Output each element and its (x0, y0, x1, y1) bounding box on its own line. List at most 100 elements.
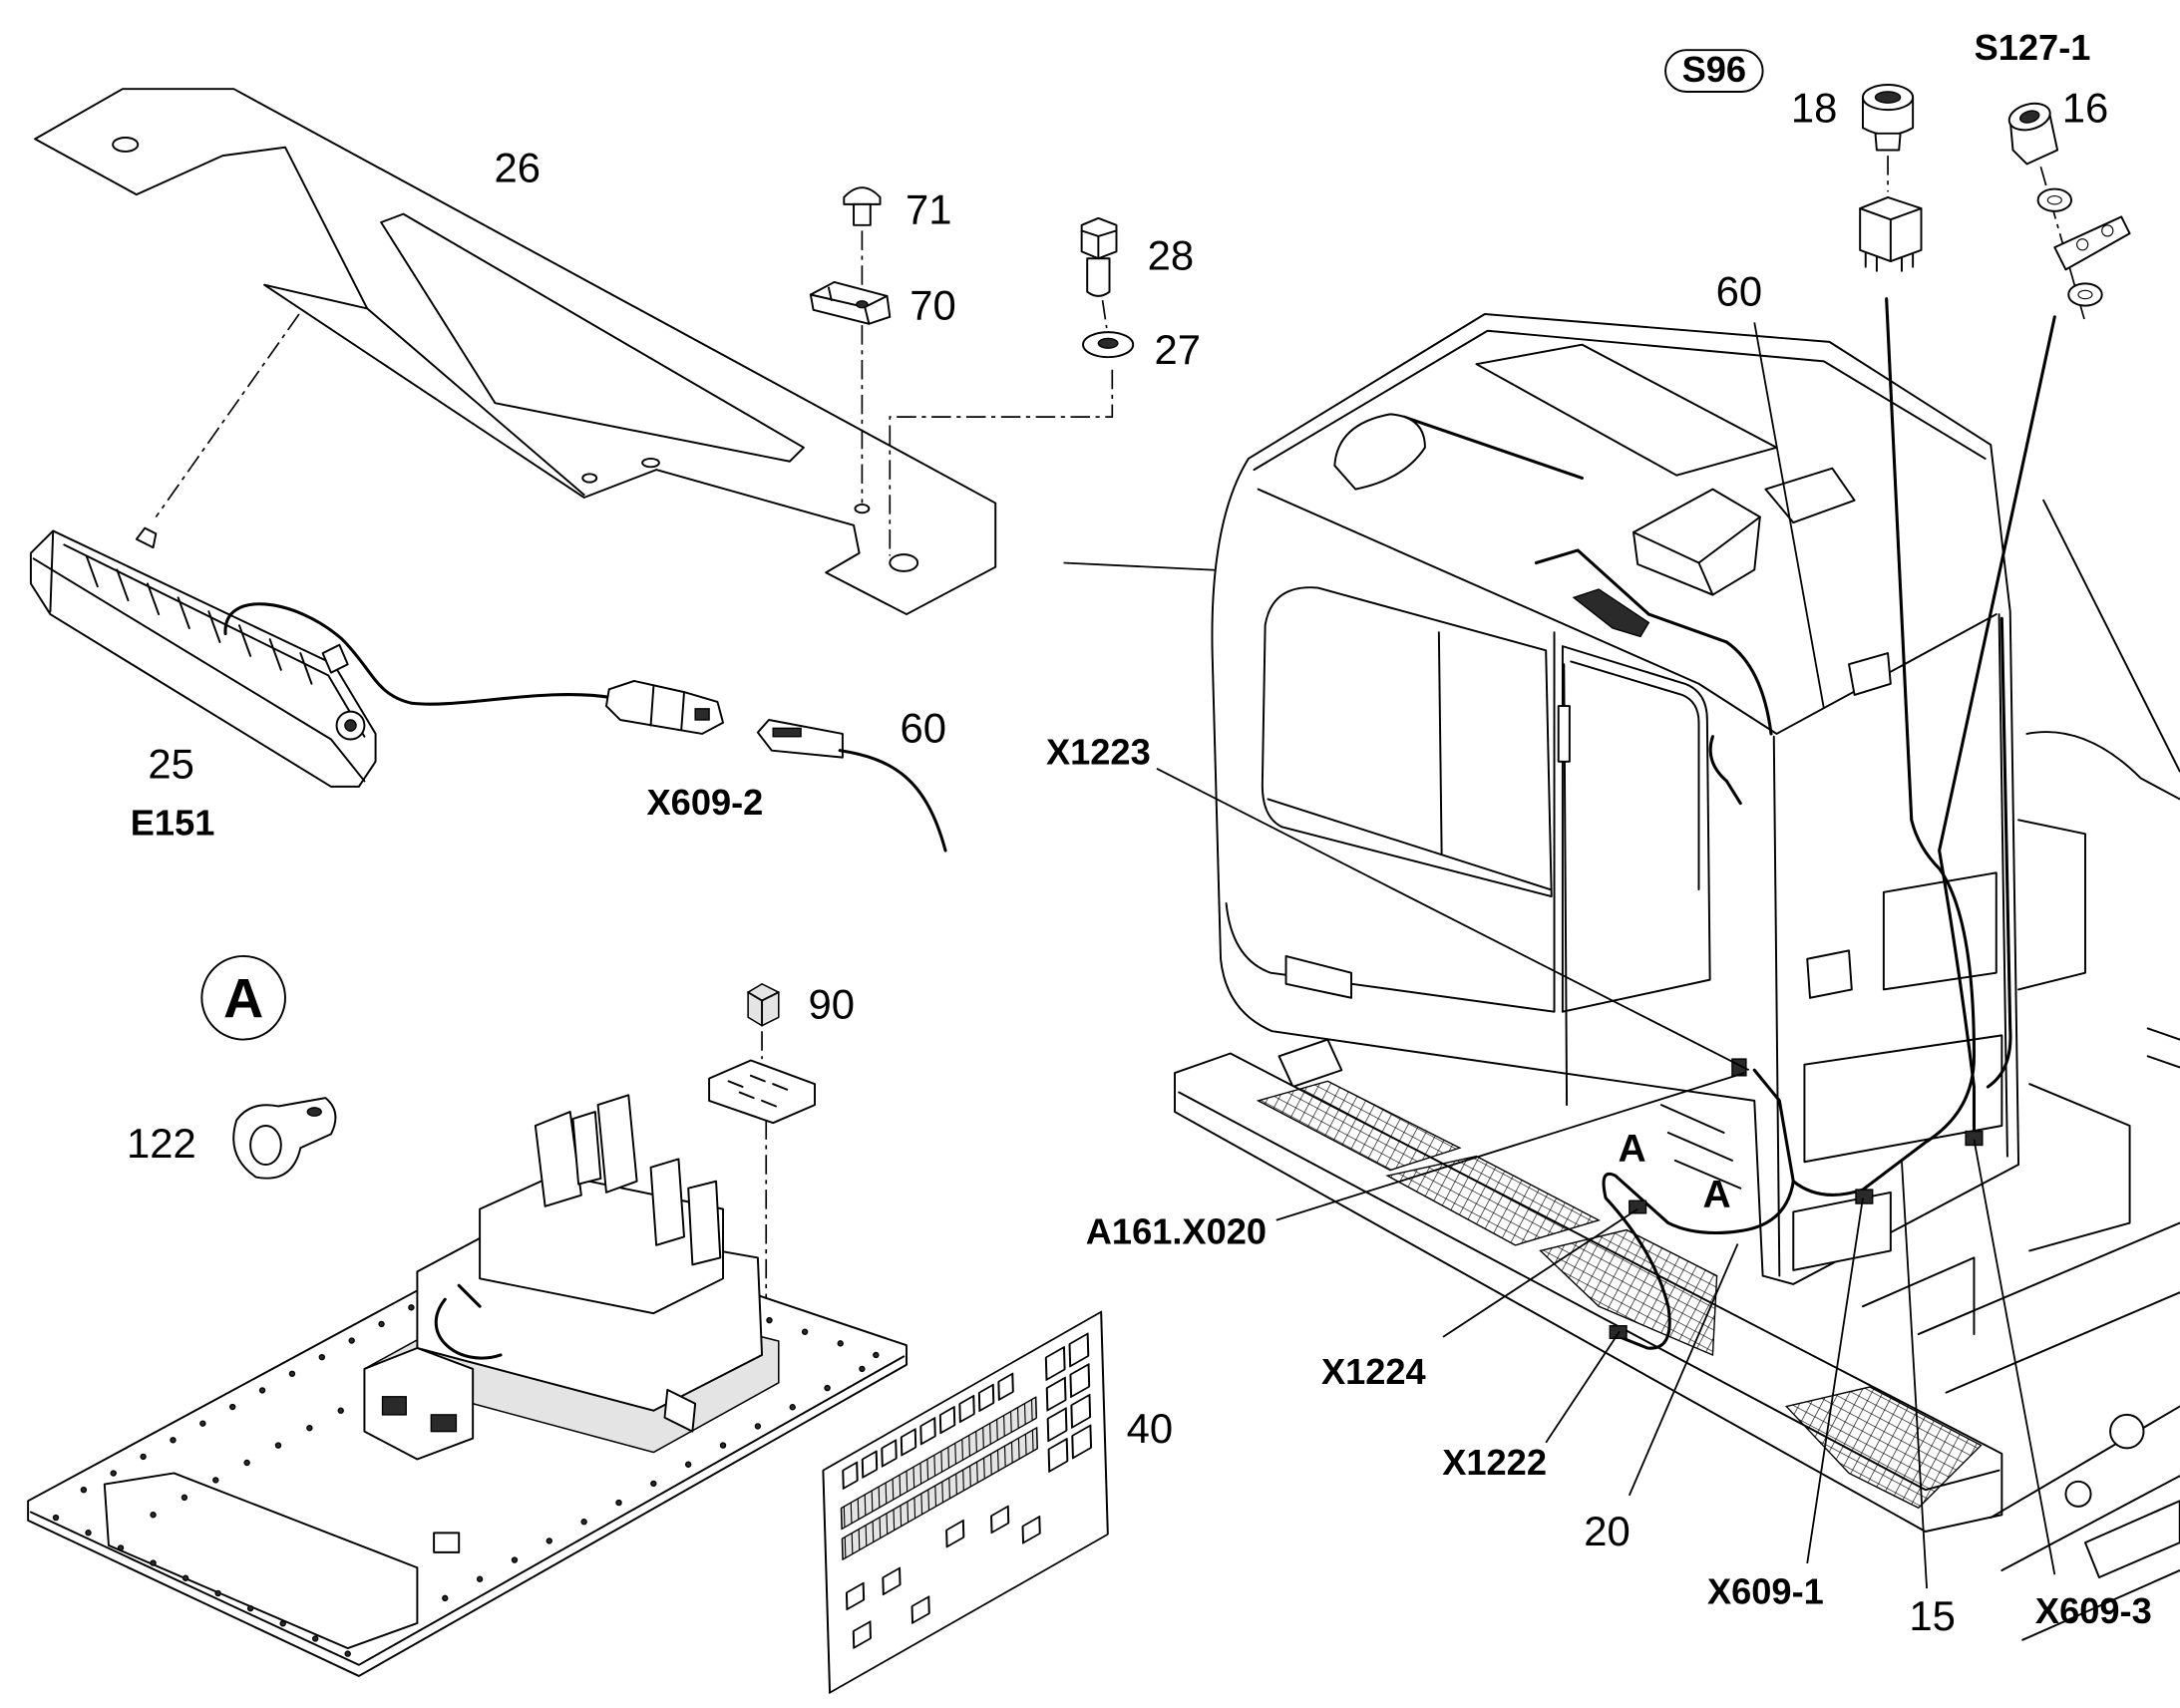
label-bolt: 28 (1148, 231, 1195, 278)
lamp-top-stud (135, 526, 158, 549)
mounting-hole (258, 1387, 266, 1394)
label-switch-16: 16 (2062, 85, 2109, 132)
terminal (879, 1517, 882, 1538)
board-component (945, 1519, 965, 1548)
label-cab-marker-lower: A (1703, 1174, 1731, 1216)
bolt-axis-line (1101, 299, 1108, 329)
label-clip-nut: 70 (909, 282, 956, 329)
connector-plug (604, 679, 725, 735)
mounting-hole (344, 1650, 351, 1657)
unit-cable (434, 1283, 503, 1360)
terminal (885, 1482, 888, 1505)
relay (1068, 1332, 1090, 1368)
terminal (983, 1457, 985, 1480)
mounting-hole (442, 1594, 449, 1602)
terminal (1030, 1399, 1033, 1421)
bracket-hole (641, 457, 660, 469)
bolt (1080, 216, 1118, 297)
dome-light (1333, 413, 1426, 491)
holder-cube (747, 983, 780, 1027)
unit-tab (571, 1111, 602, 1186)
terminal (1031, 1430, 1034, 1452)
relay (1045, 1376, 1067, 1412)
label-lamp-designation: E151 (131, 803, 215, 844)
mounting-hole (140, 1453, 147, 1461)
terminal (976, 1461, 978, 1484)
terminal (871, 1490, 874, 1513)
mounting-hole (545, 1537, 553, 1544)
mounting-hole (754, 1423, 762, 1430)
connector-x1224 (1629, 1199, 1647, 1214)
mounting-hole (684, 1461, 692, 1468)
window-mullion (1437, 631, 1443, 856)
work-lamp (29, 526, 377, 788)
chassis-line (1945, 1291, 2180, 1394)
washer-hole (2046, 194, 2062, 205)
mounting-hole (511, 1556, 519, 1563)
mounting-hole (274, 1442, 282, 1449)
terminal (1010, 1411, 1012, 1433)
terminal (893, 1509, 896, 1532)
terminal (989, 1423, 991, 1445)
mounting-hole (873, 1351, 880, 1359)
terminal (975, 1431, 977, 1453)
label-screw: 71 (906, 185, 951, 232)
label-x1222: X1222 (1442, 1442, 1547, 1483)
harness-switch-16 (1938, 315, 2056, 1145)
label-s96: S96 (1682, 49, 1746, 90)
mounting-hole (246, 1604, 254, 1612)
terminal (900, 1505, 903, 1528)
leader-x1222 (1545, 1330, 1621, 1444)
label-bracket: 26 (494, 145, 540, 191)
terminal (865, 1525, 868, 1546)
label-washer: 27 (1155, 326, 1201, 373)
step-bracket (1277, 1038, 1343, 1088)
label-s127-1: S127-1 (1975, 27, 2091, 68)
label-x609-3: X609-3 (2035, 1590, 2152, 1631)
mounting-hole (580, 1519, 587, 1526)
rear-mount-box (1848, 652, 1892, 696)
label-cable-cab: 60 (1716, 268, 1763, 315)
relay (861, 1450, 879, 1479)
leader-lines (1156, 322, 2056, 1589)
leader-x609-3 (1973, 1139, 2056, 1575)
switch-neck (1874, 132, 1902, 152)
terminal-strip (840, 1396, 1038, 1531)
board-components (840, 1332, 1093, 1649)
terminal (954, 1443, 957, 1465)
label-cab-marker-upper: A (1618, 1128, 1645, 1171)
relay (997, 1372, 1014, 1401)
terminal-strip (841, 1427, 1038, 1560)
base-plate-edge (29, 1355, 906, 1666)
antenna-base (1557, 705, 1571, 763)
terminal (843, 1506, 846, 1529)
plate-hole (2101, 224, 2114, 237)
terminal (857, 1498, 860, 1521)
relay (1070, 1393, 1092, 1429)
board-component (882, 1566, 902, 1596)
unit-tab (687, 1180, 722, 1266)
unit-tab (649, 1158, 685, 1246)
terminal (969, 1465, 971, 1488)
terminal (912, 1466, 915, 1489)
terminal (1023, 1403, 1026, 1425)
label-relay-board: 40 (1127, 1405, 1174, 1452)
terminal (899, 1474, 902, 1497)
mounting-hole (378, 1320, 385, 1328)
walkway-grating (1256, 1080, 1462, 1172)
rear-panel-edge (1772, 735, 1781, 1277)
washer-hole (1097, 337, 1119, 349)
label-hose-clamp: 122 (127, 1120, 196, 1167)
harness-clip-cluster (1572, 588, 1650, 638)
label-harness-15: 15 (1909, 1592, 1956, 1639)
label-x609-2: X609-2 (647, 782, 764, 823)
cab-walkway (1174, 1052, 2003, 1533)
chassis-line (2025, 731, 2180, 801)
terminal (858, 1529, 861, 1550)
mounting-hole (170, 1437, 177, 1444)
terminal (1003, 1415, 1005, 1437)
relay (1071, 1424, 1093, 1460)
connector-latch (694, 708, 710, 721)
terminal (961, 1439, 963, 1461)
